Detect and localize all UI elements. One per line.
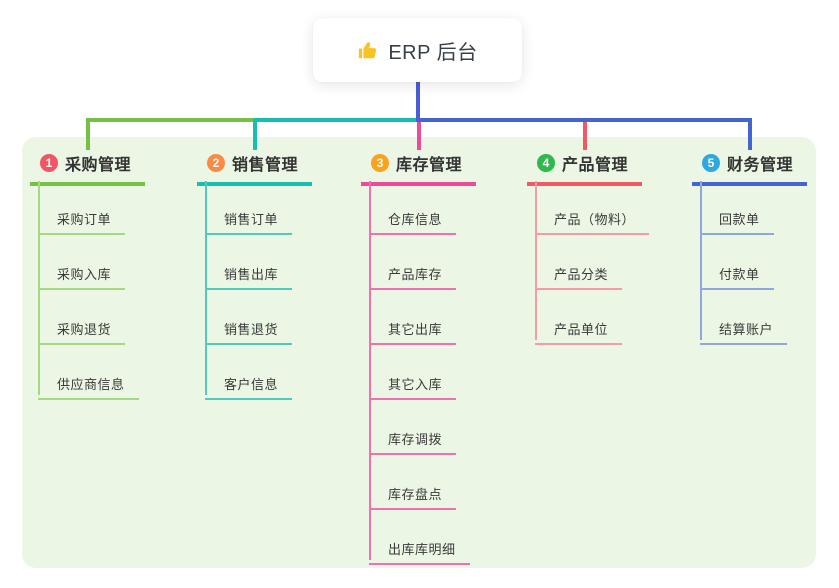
branch-child-connector — [369, 181, 371, 560]
child-node[interactable]: 客户信息 — [205, 365, 293, 400]
branch-child-connector — [700, 181, 702, 340]
child-node[interactable]: 销售订单 — [205, 200, 293, 235]
branch-number-badge: 2 — [207, 154, 225, 172]
child-node[interactable]: 库存盘点 — [369, 475, 457, 510]
branch-title: 财务管理 — [727, 157, 794, 174]
thumbs-up-icon — [357, 39, 379, 61]
child-node[interactable]: 产品库存 — [369, 255, 457, 290]
branches-panel — [22, 137, 816, 568]
child-node[interactable]: 产品分类 — [535, 255, 623, 290]
child-node[interactable]: 出库库明细 — [369, 530, 470, 565]
branch-child-connector — [535, 181, 537, 340]
branch-title: 产品管理 — [562, 157, 629, 174]
branch-title: 库存管理 — [396, 157, 463, 174]
child-node[interactable]: 库存调拨 — [369, 420, 457, 455]
child-node[interactable]: 仓库信息 — [369, 200, 457, 235]
child-node[interactable]: 采购入库 — [38, 255, 126, 290]
branch-number-badge: 4 — [537, 154, 555, 172]
branch-node[interactable]: 3 库存管理 — [361, 148, 477, 186]
child-node[interactable]: 销售退货 — [205, 310, 293, 345]
branch-number-badge: 5 — [702, 154, 720, 172]
branch-node[interactable]: 4 产品管理 — [527, 148, 643, 186]
child-node[interactable]: 产品（物料） — [535, 200, 650, 235]
branch-1: 1 采购管理采购订单采购入库采购退货供应商信息 — [30, 0, 196, 431]
child-node[interactable]: 回款单 — [700, 200, 774, 235]
branch-3: 3 库存管理仓库信息产品库存其它出库其它入库库存调拨库存盘点出库库明细 — [361, 0, 527, 565]
child-node[interactable]: 采购退货 — [38, 310, 126, 345]
root-node-label: ERP 后台 — [388, 41, 478, 64]
branch-node[interactable]: 1 采购管理 — [30, 148, 146, 186]
branch-title: 销售管理 — [232, 157, 299, 174]
child-node[interactable]: 付款单 — [700, 255, 774, 290]
child-node[interactable]: 供应商信息 — [38, 365, 139, 400]
branch-node[interactable]: 2 销售管理 — [197, 148, 313, 186]
child-node[interactable]: 销售出库 — [205, 255, 293, 290]
branch-node[interactable]: 5 财务管理 — [692, 148, 808, 186]
child-node[interactable]: 结算账户 — [700, 310, 788, 345]
branch-5: 5 财务管理回款单付款单结算账户 — [692, 0, 839, 431]
branch-number-badge: 1 — [40, 154, 58, 172]
child-node[interactable]: 其它出库 — [369, 310, 457, 345]
branch-4: 4 产品管理产品（物料） 产品分类产品单位 — [527, 0, 693, 431]
child-node[interactable]: 产品单位 — [535, 310, 623, 345]
branch-number-badge: 3 — [371, 154, 389, 172]
root-node[interactable]: ERP 后台 — [313, 18, 522, 82]
child-node[interactable]: 其它入库 — [369, 365, 457, 400]
branch-2: 2 销售管理销售订单销售出库销售退货客户信息 — [197, 0, 363, 431]
branch-title: 采购管理 — [65, 157, 132, 174]
child-node[interactable]: 采购订单 — [38, 200, 126, 235]
